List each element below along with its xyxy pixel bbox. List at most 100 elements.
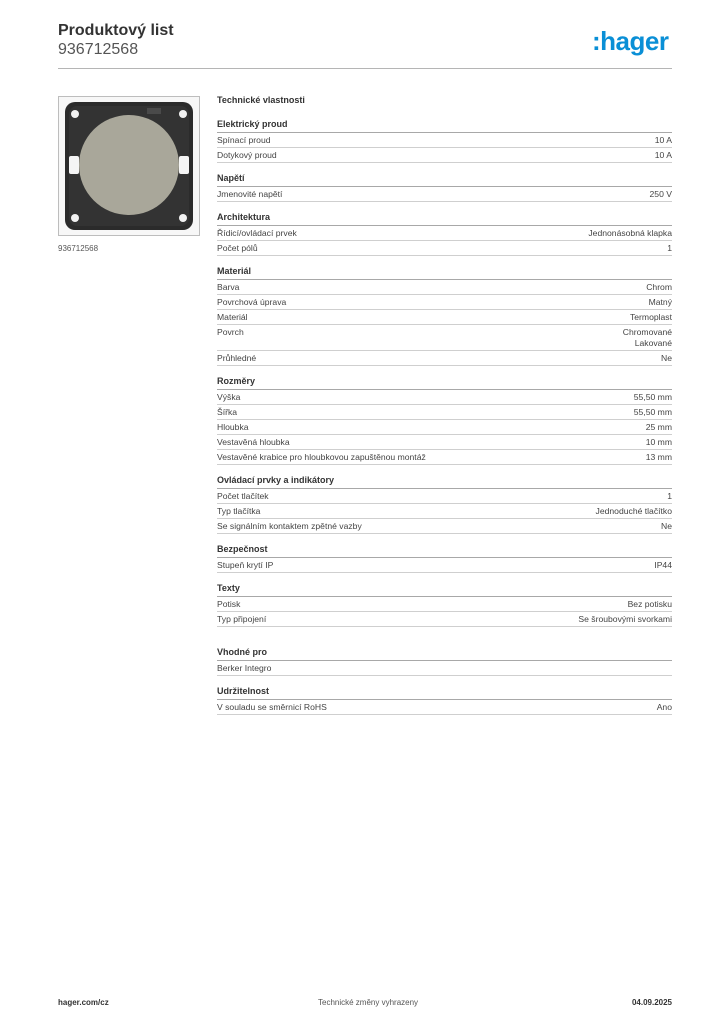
spec-value-line: 1 bbox=[667, 243, 672, 253]
spec-value: Ano bbox=[657, 702, 672, 713]
spec-row: Povrchová úprava Matný bbox=[217, 295, 672, 310]
spec-value: Matný bbox=[649, 297, 672, 308]
hager-logo: :hager bbox=[592, 26, 676, 58]
spec-group-title: Texty bbox=[217, 583, 672, 597]
spec-group-title: Vhodné pro bbox=[217, 647, 672, 661]
spec-row: Typ připojení Se šroubovými svorkami bbox=[217, 612, 672, 627]
spec-value-line: Jednoduché tlačítko bbox=[595, 506, 672, 516]
spec-label: Se signálním kontaktem zpětné vazby bbox=[217, 521, 362, 531]
spec-value-line: Ne bbox=[661, 521, 672, 531]
spec-label: Výška bbox=[217, 392, 241, 402]
spec-label: V souladu se směrnicí RoHS bbox=[217, 702, 327, 712]
spec-label: Povrchová úprava bbox=[217, 297, 287, 307]
spec-label: Typ připojení bbox=[217, 614, 267, 624]
spec-label: Povrch bbox=[217, 327, 244, 337]
spec-label: Průhledné bbox=[217, 353, 257, 363]
spec-value-line: 55,50 mm bbox=[633, 392, 672, 402]
spec-row: Řídicí/ovládací prvek Jednonásobná klapka bbox=[217, 226, 672, 241]
spec-value: 55,50 mm bbox=[634, 407, 672, 418]
document-header: Produktový list 936712568 bbox=[58, 21, 174, 59]
spec-row: Barva Chrom bbox=[217, 280, 672, 295]
spec-group-title: Materiál bbox=[217, 266, 672, 280]
spec-label: Typ tlačítka bbox=[217, 506, 261, 516]
spec-value-line: Lakované bbox=[634, 338, 672, 348]
spec-row: Průhledné Ne bbox=[217, 351, 672, 366]
spec-label: Šířka bbox=[217, 407, 238, 417]
spec-row: Vestavěné krabice pro hloubkovou zapuště… bbox=[217, 450, 672, 465]
spec-value-line: 10 A bbox=[654, 150, 672, 160]
spec-row: Berker Integro bbox=[217, 661, 672, 676]
spec-value-line: Jednonásobná klapka bbox=[588, 228, 672, 238]
socket-cover-illustration bbox=[65, 102, 193, 230]
spec-row: Počet tlačítek 1 bbox=[217, 489, 672, 504]
spec-group-title: Architektura bbox=[217, 212, 672, 226]
spec-value-line: Termoplast bbox=[629, 312, 672, 322]
spec-value-line: Matný bbox=[648, 297, 672, 307]
spec-group-title: Napětí bbox=[217, 173, 672, 187]
spec-label: Řídicí/ovládací prvek bbox=[217, 228, 297, 238]
product-number: 936712568 bbox=[58, 41, 139, 58]
footer-date: 04.09.2025 bbox=[631, 998, 672, 1007]
spec-label: Stupeň krytí IP bbox=[217, 560, 274, 570]
spec-label: Dotykový proud bbox=[217, 150, 277, 160]
spec-row: Se signálním kontaktem zpětné vazby Ne bbox=[217, 519, 672, 534]
footer-website[interactable]: hager.com/cz bbox=[58, 998, 109, 1007]
spec-value: Ne bbox=[661, 353, 672, 364]
spec-value: Chrom bbox=[646, 282, 672, 293]
spec-value-line: Se šroubovými svorkami bbox=[578, 614, 672, 624]
spec-value: 10 mm bbox=[646, 437, 672, 448]
specs-heading: Technické vlastnosti bbox=[217, 95, 305, 105]
spec-value: 55,50 mm bbox=[634, 392, 672, 403]
spec-label: Vestavěné krabice pro hloubkovou zapuště… bbox=[217, 452, 426, 462]
spec-label: Potisk bbox=[217, 599, 241, 609]
spec-row: Šířka 55,50 mm bbox=[217, 405, 672, 420]
spec-row: Materiál Termoplast bbox=[217, 310, 672, 325]
spec-row: Potisk Bez potisku bbox=[217, 597, 672, 612]
logo-text: :hager bbox=[592, 26, 669, 56]
spec-label: Jmenovité napětí bbox=[217, 189, 283, 199]
spec-value-line: 1 bbox=[667, 491, 672, 501]
spec-value: 1 bbox=[667, 491, 672, 502]
spec-label: Materiál bbox=[217, 312, 248, 322]
footer-note: Technické změny vyhrazeny bbox=[318, 998, 419, 1007]
spec-row: Typ tlačítka Jednoduché tlačítko bbox=[217, 504, 672, 519]
product-image bbox=[58, 96, 200, 236]
group-spacer bbox=[217, 637, 672, 647]
spec-value: Jednoduché tlačítko bbox=[596, 506, 672, 517]
spec-value: 13 mm bbox=[646, 452, 672, 463]
spec-label: Barva bbox=[217, 282, 240, 292]
spec-row: Hloubka 25 mm bbox=[217, 420, 672, 435]
spec-group-title: Udržitelnost bbox=[217, 686, 672, 700]
spec-label: Berker Integro bbox=[217, 663, 272, 673]
spec-value: 1 bbox=[667, 243, 672, 254]
image-caption: 936712568 bbox=[58, 244, 99, 253]
spec-value: Jednonásobná klapka bbox=[588, 228, 672, 239]
spec-label: Počet tlačítek bbox=[217, 491, 269, 501]
spec-group: Udržitelnost V souladu se směrnicí RoHS An… bbox=[217, 686, 672, 715]
spec-value-line: 13 mm bbox=[645, 452, 672, 462]
spec-value: Termoplast bbox=[630, 312, 672, 323]
spec-label: Hloubka bbox=[217, 422, 249, 432]
spec-value: Se šroubovými svorkami bbox=[578, 614, 672, 625]
spec-value-line: Bez potisku bbox=[627, 599, 672, 609]
page-title: Produktový list bbox=[58, 22, 174, 39]
spec-group-title: Bezpečnost bbox=[217, 544, 672, 558]
header-divider bbox=[58, 68, 672, 69]
spec-value-line: Ne bbox=[661, 353, 672, 363]
spec-value-line: 25 mm bbox=[645, 422, 672, 432]
spec-value-line: Ano bbox=[656, 702, 672, 712]
spec-value-line: Chrom bbox=[646, 282, 672, 292]
spec-value: 10 A bbox=[655, 150, 672, 161]
